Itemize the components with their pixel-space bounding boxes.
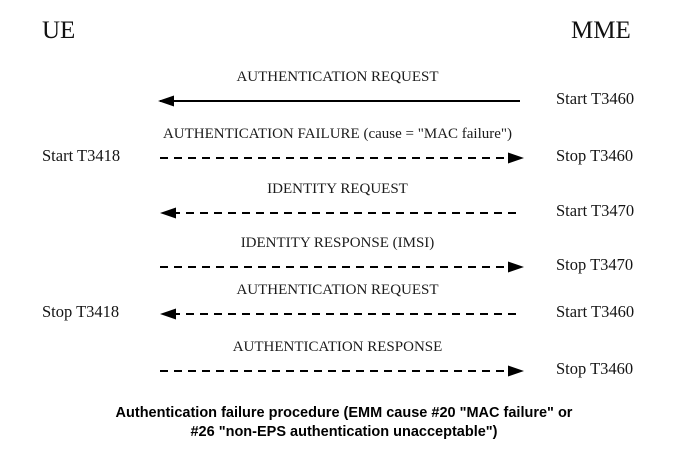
message-label: AUTHENTICATION REQUEST	[236, 282, 439, 298]
message-arrow-left-dashed	[160, 207, 520, 219]
message-label: IDENTITY RESPONSE (IMSI)	[240, 235, 435, 251]
timer-label-right: Stop T3460	[556, 146, 634, 165]
timer-label-right: Stop T3470	[556, 255, 634, 274]
message-label: IDENTITY REQUEST	[267, 181, 408, 197]
figure-caption-line-2: #26 "non-EPS authentication unacceptable…	[190, 424, 498, 440]
message-label: AUTHENTICATION REQUEST	[236, 69, 439, 85]
message-row: AUTHENTICATION FAILURE (cause = "MAC fai…	[0, 127, 688, 167]
figure-caption: Authentication failure procedure (EMM ca…	[0, 404, 688, 442]
timer-label-right: Start T3460	[556, 302, 635, 321]
figure-caption-line-1: Authentication failure procedure (EMM ca…	[115, 405, 573, 421]
message-row: AUTHENTICATION REQUEST	[0, 283, 688, 323]
message-arrow-left-dashed	[160, 308, 520, 320]
timer-label-left: Start T3418	[42, 146, 121, 165]
message-row: AUTHENTICATION REQUEST	[0, 70, 688, 110]
message-arrow-right-dashed	[160, 261, 524, 273]
timer-label-right: Start T3460	[556, 89, 635, 108]
timer-label-left: Stop T3418	[42, 302, 120, 321]
actor-label-ue: UE	[42, 17, 76, 44]
message-row: IDENTITY REQUEST	[0, 182, 688, 222]
message-arrow-left-solid	[158, 95, 520, 107]
message-row: IDENTITY RESPONSE (IMSI)	[0, 236, 688, 276]
message-arrow-right-dashed	[160, 365, 524, 377]
actor-label-mme: MME	[571, 17, 631, 44]
message-label: AUTHENTICATION RESPONSE	[232, 339, 443, 355]
message-label: AUTHENTICATION FAILURE (cause = "MAC fai…	[162, 126, 513, 142]
timer-label-right: Stop T3460	[556, 359, 634, 378]
message-row: AUTHENTICATION RESPONSE	[0, 340, 688, 380]
message-arrow-right-dashed	[160, 152, 524, 164]
timer-label-right: Start T3470	[556, 201, 635, 220]
